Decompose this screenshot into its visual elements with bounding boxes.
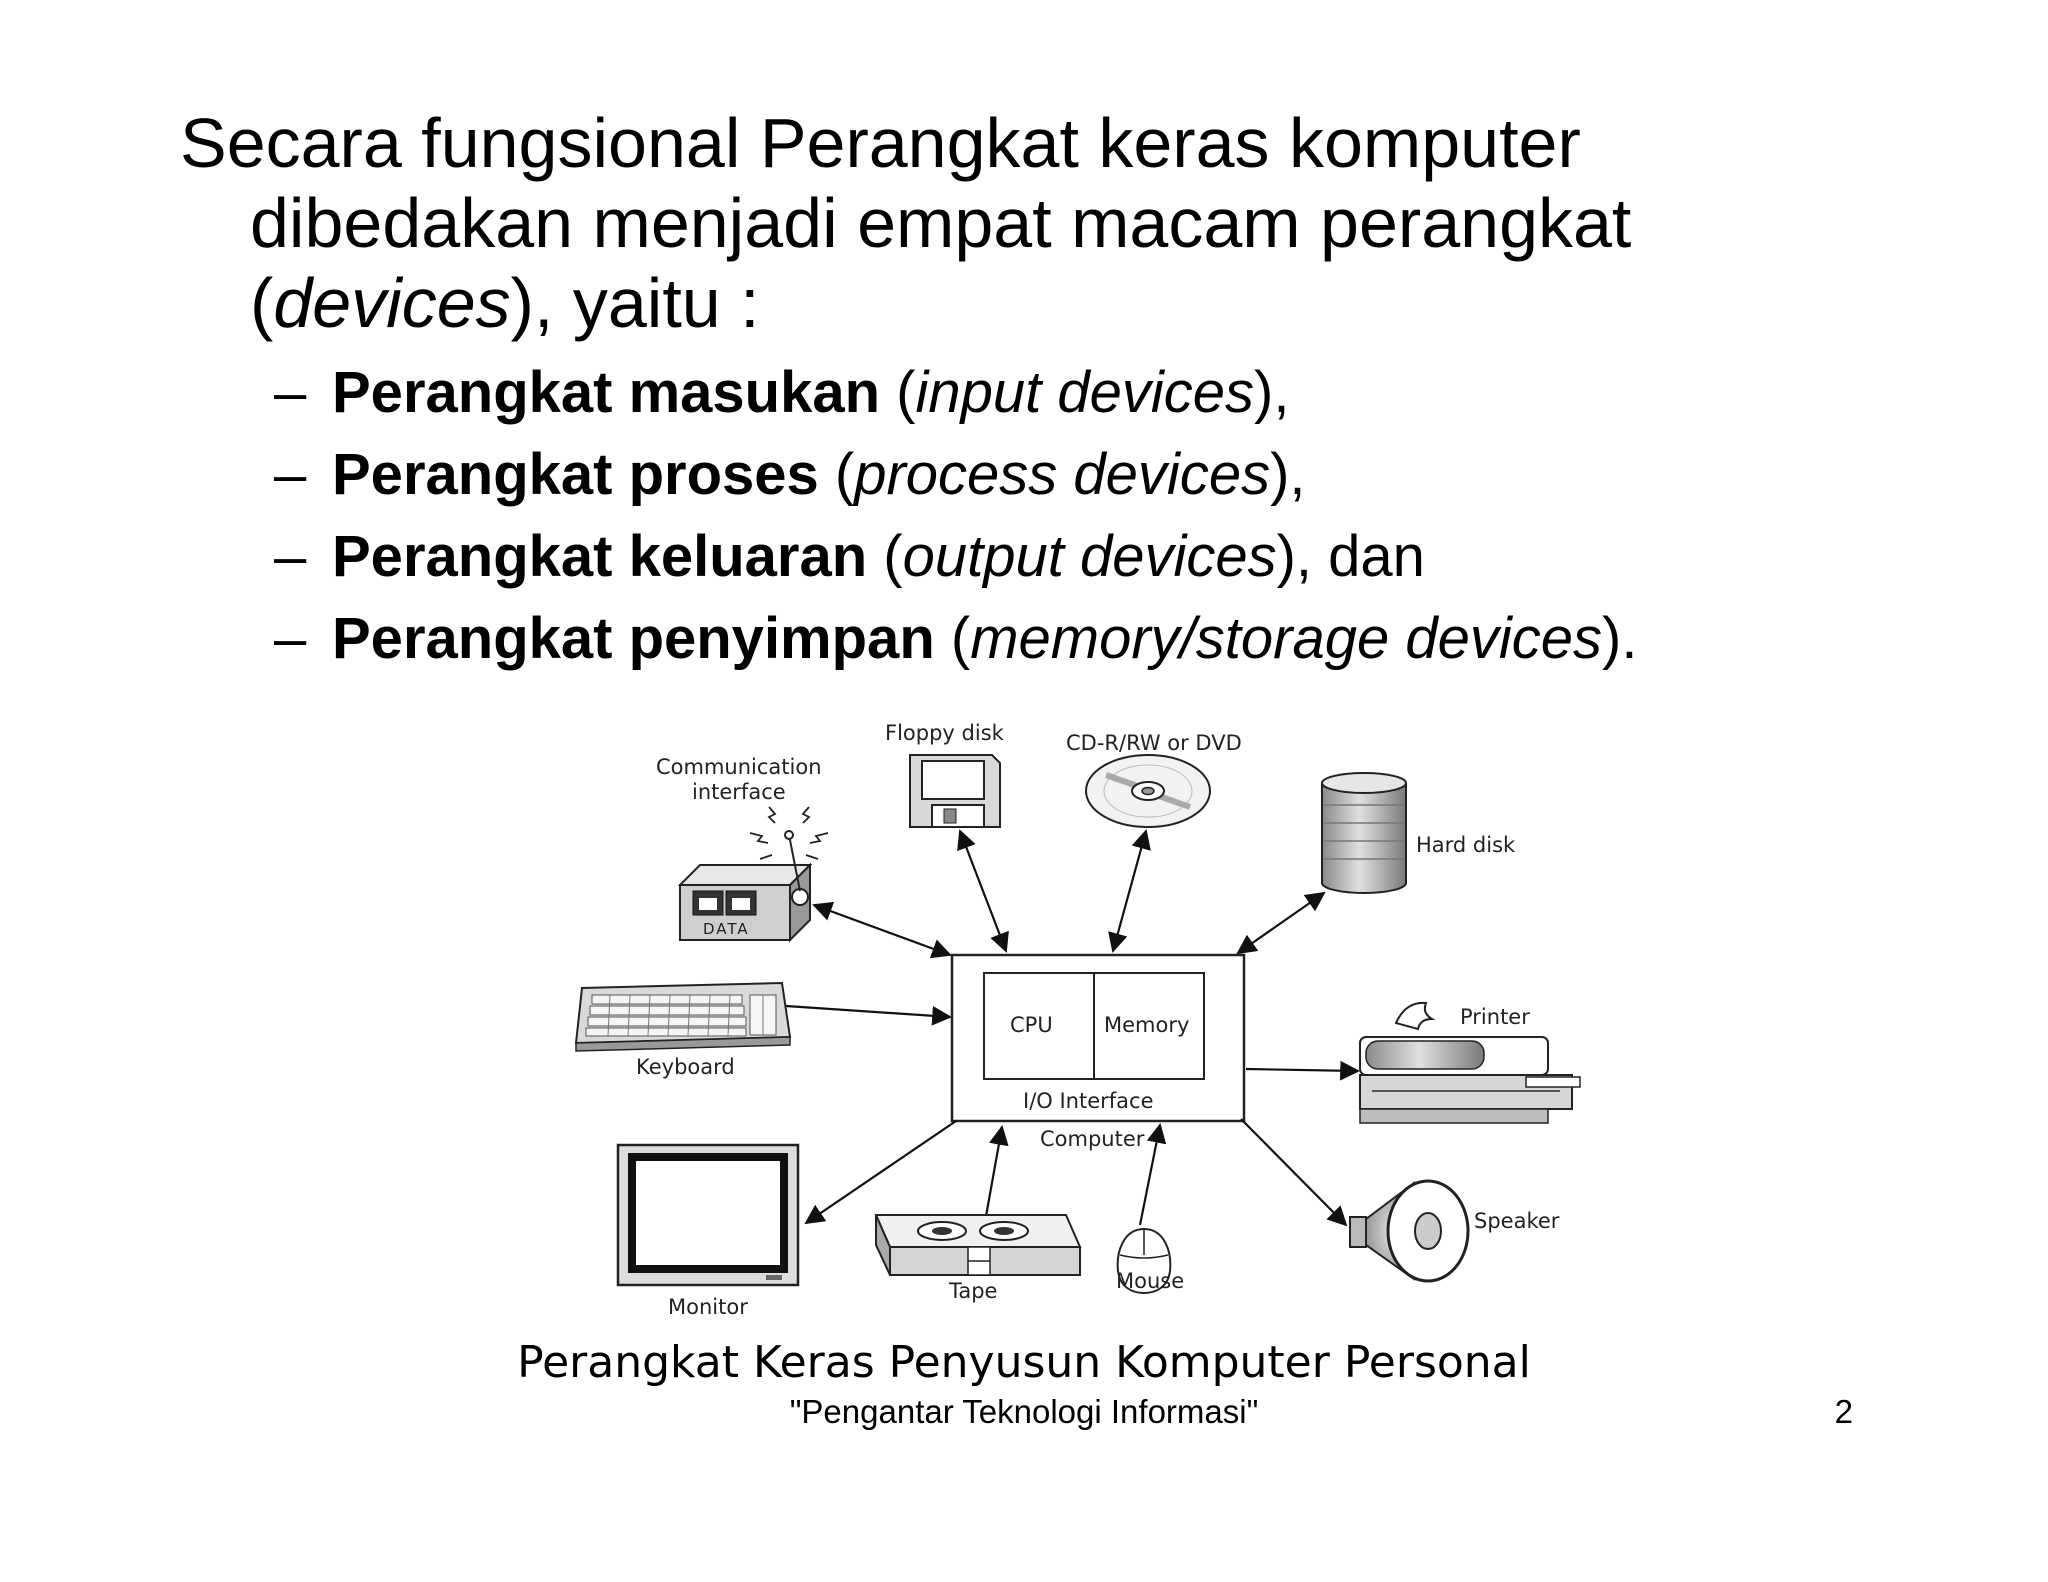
monitor-icon <box>618 1145 798 1285</box>
label-keyboard: Keyboard <box>636 1055 735 1079</box>
intro-open-paren: ( <box>250 264 273 342</box>
keyboard-icon <box>576 983 790 1051</box>
bullet-term: Perangkat masukan <box>332 360 880 425</box>
list-item-output: –Perangkat keluaran (output devices), da… <box>274 516 1637 598</box>
bullet-english-term: input devices <box>915 360 1254 425</box>
list-item-input: –Perangkat masukan (input devices), <box>274 352 1637 434</box>
bullet-paren-open: ( <box>880 360 915 425</box>
list-item-process: –Perangkat proses (process devices), <box>274 434 1637 516</box>
label-cpu: CPU <box>1010 1013 1053 1037</box>
footer-title: "Pengantar Teknologi Informasi" <box>0 1393 2048 1431</box>
bullet-dash: – <box>274 516 332 598</box>
label-printer: Printer <box>1460 1005 1530 1029</box>
label-interface: interface <box>692 780 786 804</box>
bullet-paren-open: ( <box>819 442 854 507</box>
bullet-paren-close: ), dan <box>1277 524 1425 589</box>
device-type-list: –Perangkat masukan (input devices), –Per… <box>274 352 1637 680</box>
arrow-harddisk <box>1238 893 1324 953</box>
label-speaker: Speaker <box>1474 1209 1559 1233</box>
diagram-caption: Perangkat Keras Penyusun Komputer Person… <box>0 1338 2048 1388</box>
label-computer: Computer <box>1040 1127 1144 1151</box>
bullet-english-term: memory/storage devices <box>970 606 1602 671</box>
hardware-diagram: Communication interface DATA Floppy disk… <box>560 705 1620 1335</box>
label-data: DATA <box>703 917 750 941</box>
arrow-keyboard <box>786 1006 950 1017</box>
arrow-cd <box>1113 831 1146 951</box>
bullet-term: Perangkat proses <box>332 442 819 507</box>
bullet-paren-open: ( <box>867 524 902 589</box>
bullet-paren-close: ). <box>1602 606 1637 671</box>
bullet-term: Perangkat keluaran <box>332 524 867 589</box>
bullet-dash: – <box>274 352 332 434</box>
bullet-paren-open: ( <box>935 606 970 671</box>
label-io-interface: I/O Interface <box>1023 1089 1154 1113</box>
bullet-paren-close: ), <box>1270 442 1305 507</box>
bullet-english-term: process devices <box>854 442 1270 507</box>
cd-disc-icon <box>1086 755 1210 827</box>
intro-line-3: (devices), yaitu : <box>180 263 1800 343</box>
label-memory: Memory <box>1104 1013 1189 1037</box>
bullet-term: Perangkat penyimpan <box>332 606 935 671</box>
bullet-dash: – <box>274 434 332 516</box>
hard-disk-icon <box>1322 773 1406 893</box>
label-floppy-disk: Floppy disk <box>885 721 1004 745</box>
label-hard-disk: Hard disk <box>1416 833 1515 857</box>
label-monitor: Monitor <box>668 1295 748 1319</box>
intro-devices-term: devices <box>273 264 510 342</box>
label-cd: CD-R/RW or DVD <box>1066 731 1242 755</box>
page-number: 2 <box>1835 1393 1853 1431</box>
arrow-monitor <box>806 1121 956 1223</box>
label-communication: Communication <box>656 755 822 779</box>
intro-line-1: Secara fungsional Perangkat keras komput… <box>180 103 1800 183</box>
label-tape: Tape <box>949 1279 997 1303</box>
tape-drive-icon <box>876 1215 1080 1275</box>
list-item-storage: –Perangkat penyimpan (memory/storage dev… <box>274 598 1637 680</box>
intro-paragraph: Secara fungsional Perangkat keras komput… <box>180 103 1800 343</box>
intro-line-2: dibedakan menjadi empat macam perangkat <box>180 183 1800 263</box>
label-mouse: Mouse <box>1116 1269 1184 1293</box>
arrow-floppy <box>960 831 1006 951</box>
bullet-dash: – <box>274 598 332 680</box>
arrow-printer <box>1246 1069 1358 1071</box>
arrow-speaker <box>1241 1119 1346 1225</box>
bullet-paren-close: ), <box>1254 360 1289 425</box>
floppy-disk-icon <box>910 755 1000 827</box>
arrow-communication <box>814 905 950 955</box>
intro-line-3-rest: ), yaitu : <box>511 264 760 342</box>
bullet-english-term: output devices <box>903 524 1277 589</box>
speaker-icon <box>1350 1181 1468 1281</box>
